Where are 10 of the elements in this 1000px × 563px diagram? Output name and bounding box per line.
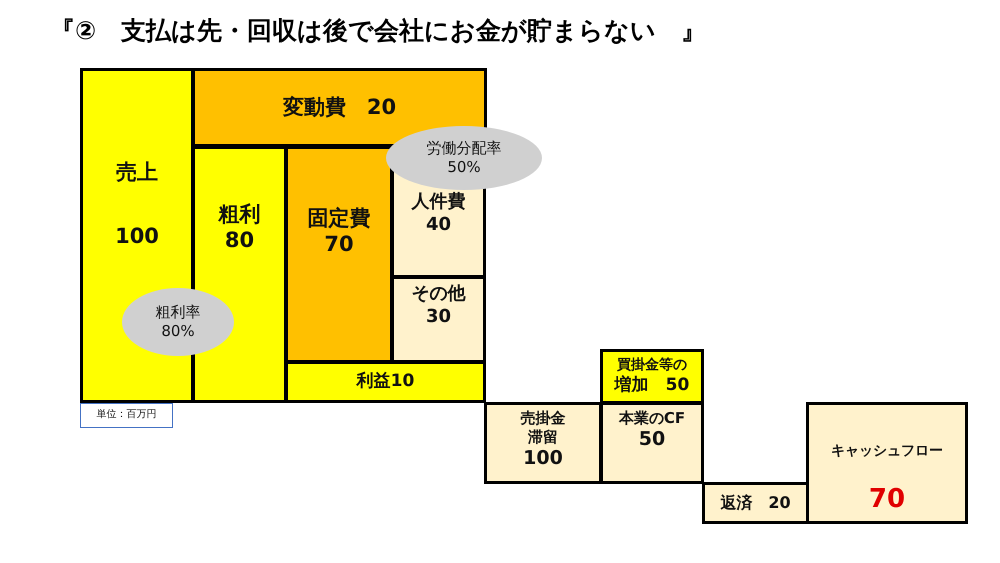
cost-box: その他 30 (391, 276, 486, 363)
unit-box: 単位：百万円 (80, 403, 173, 428)
cash-box: 売掛金滞留 100 (484, 402, 602, 484)
cash-box: 買掛金等の 増加 50 (600, 349, 704, 404)
profit-box: 利益10 (285, 361, 486, 403)
title: 『② 支払は先・回収は後で会社にお金が貯まらない 』 (50, 15, 706, 47)
cash-box: キャッシュフロー 70 (806, 402, 968, 524)
cash-box: 返済 20 (702, 482, 809, 524)
cost-box: 固定費 70 (285, 146, 393, 363)
cash-box: 本業のCF 50 (600, 402, 704, 484)
